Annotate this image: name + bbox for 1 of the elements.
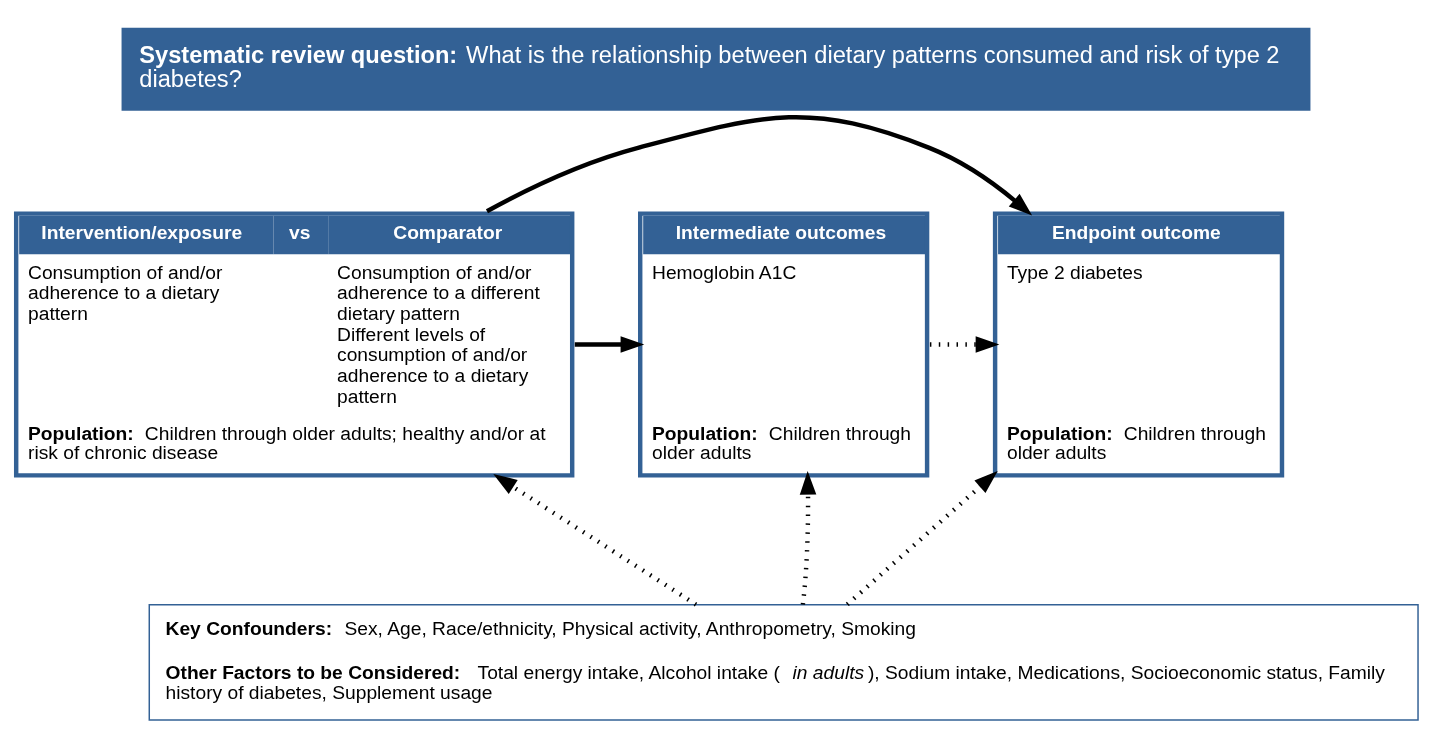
diagram-title: Systematic review question: What is the relationship between dietary patterns consumed and risk of type 2 diabetes? [139,42,1280,92]
